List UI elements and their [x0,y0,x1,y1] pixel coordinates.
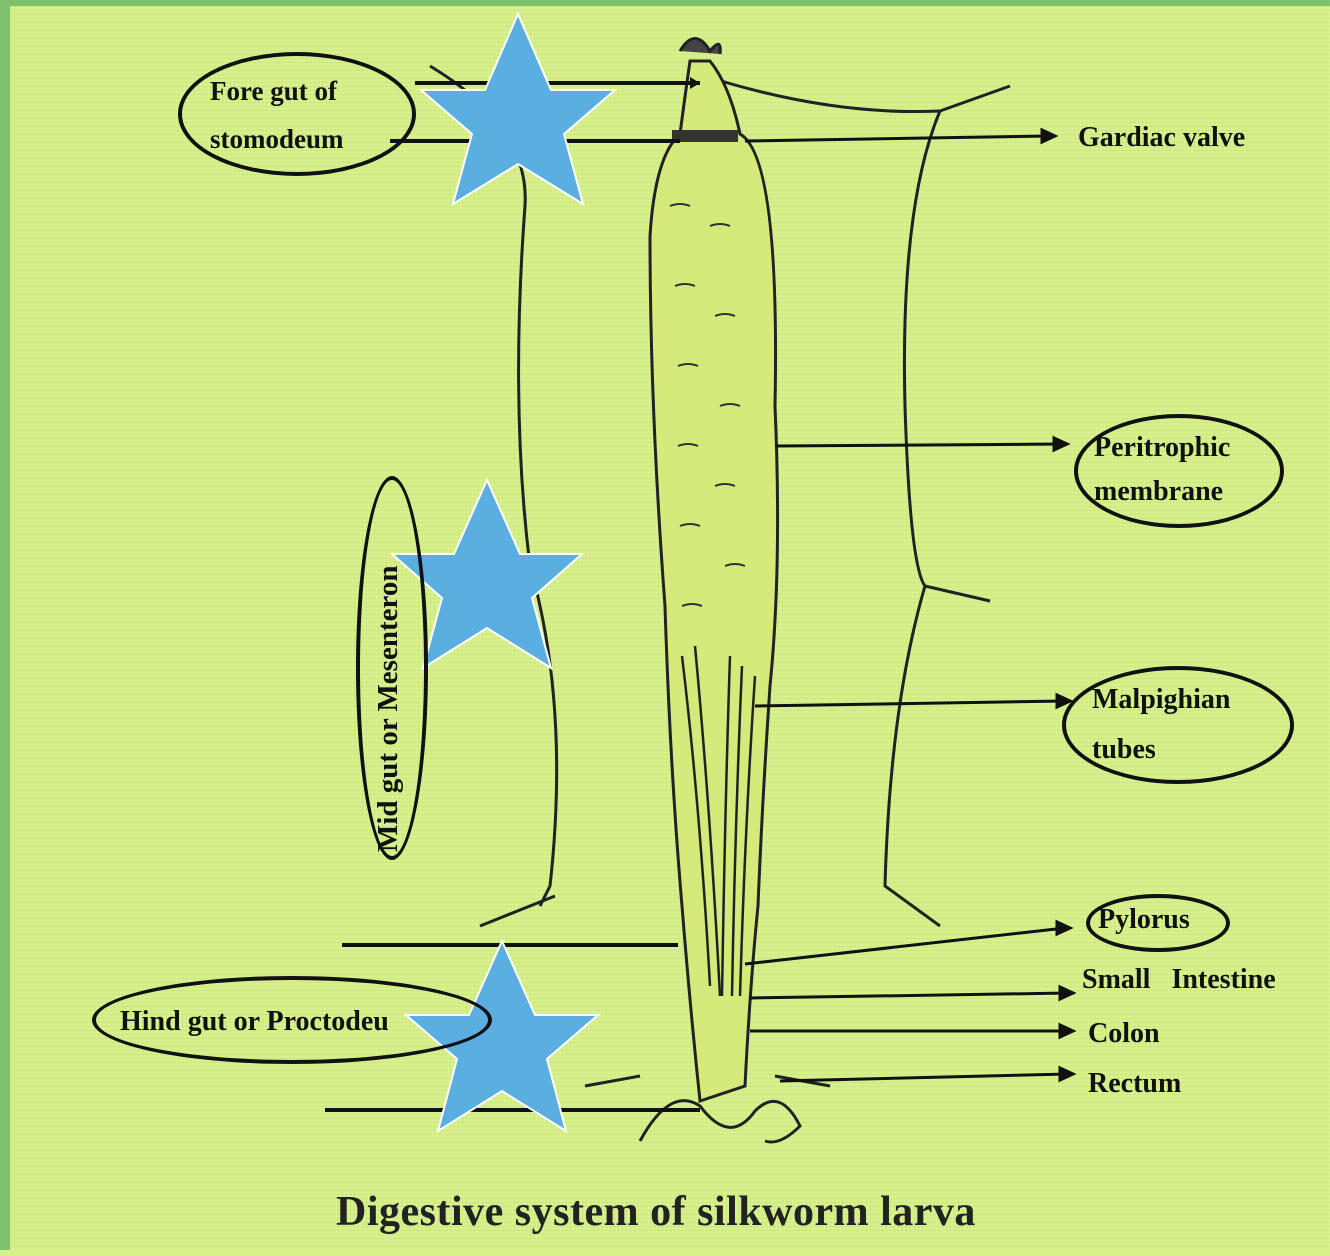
mid-gut-label: Mid gut or Mesenteron [374,566,403,852]
cardiac-valve-band [672,130,738,142]
malpighian-label-line1: Malpighian [1092,686,1230,714]
pin-mid-right [925,586,990,601]
diagram-title: Digestive system of silkworm larva [336,1188,976,1236]
rectum-lobes [640,1101,800,1142]
fore-gut-label-line2: stomodeum [210,126,344,153]
peritrophic-label-line1: Peritrophic [1094,434,1230,462]
cardiac-valve-label: Gardiac valve [1078,124,1245,152]
star-marker-fore-gut [421,14,615,204]
small-intestine-label: Small Intestine [1082,966,1276,994]
pin-low-left [480,896,555,926]
pylorus-label: Pylorus [1098,906,1190,934]
pin-top-right [940,86,1010,111]
malpighian-label-line2: tubes [1092,736,1156,764]
head-tuft [680,39,720,55]
rectum-label: Rectum [1088,1070,1181,1098]
colon-label: Colon [1088,1020,1160,1048]
fore-gut-label-line1: Fore gut of [210,78,337,105]
label-arrows [745,130,1073,1081]
pin-hind-left [585,1076,640,1086]
fore-gut-outline [178,52,416,176]
left-body-wall [430,66,557,906]
hind-gut-label: Hind gut or Proctodeu [120,1008,389,1036]
peritrophic-label-line2: membrane [1094,478,1223,506]
